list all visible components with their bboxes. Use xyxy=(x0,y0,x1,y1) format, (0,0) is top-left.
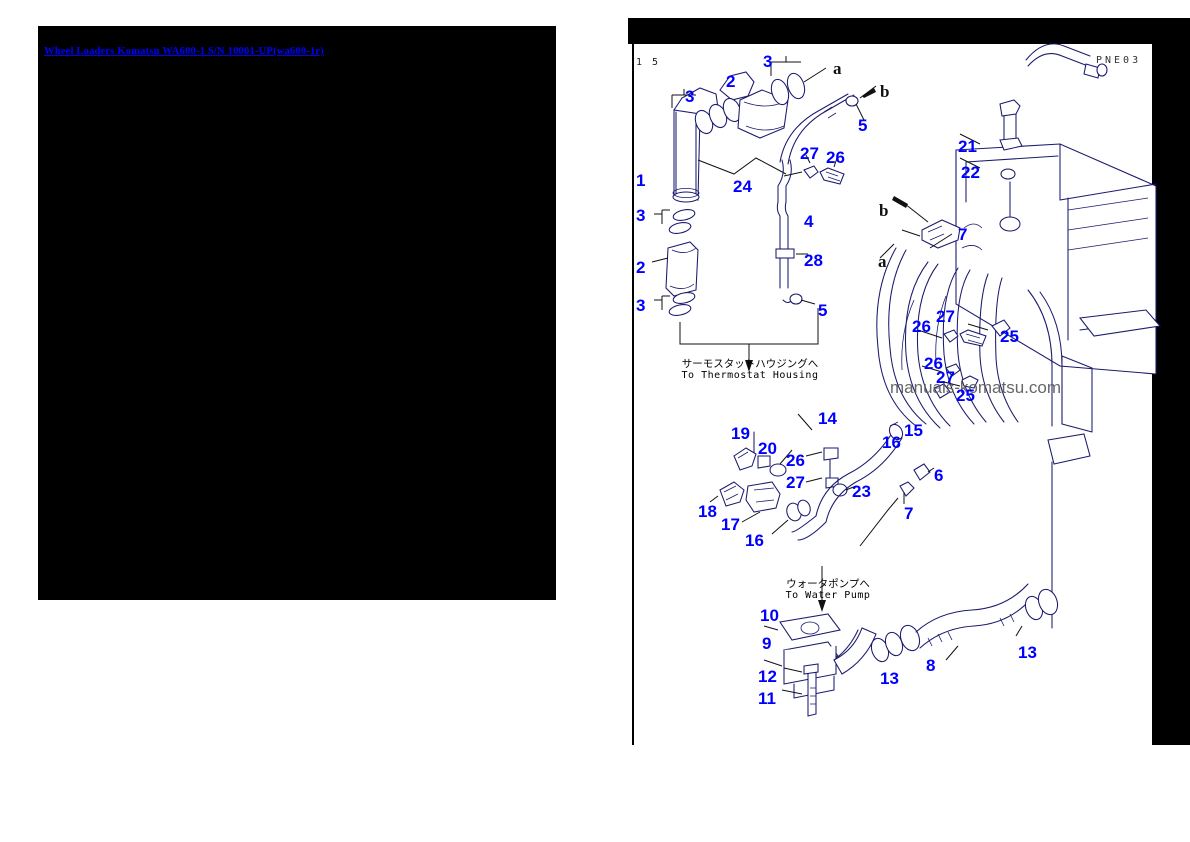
callout-number-27: 27 xyxy=(786,473,805,492)
document-title-link[interactable]: Wheel Loaders Komatsu WA600-1 S/N 10001-… xyxy=(44,46,324,57)
callout-number-27: 27 xyxy=(936,307,955,326)
part-group-sleeve-lower xyxy=(651,241,699,297)
callout-number-26: 26 xyxy=(826,148,845,167)
callout-number-25: 25 xyxy=(956,386,975,405)
annotation-jp-text: ウォータポンプへ xyxy=(786,578,870,590)
annotation-to-thermostat-housing: サーモスタットハウジングへ To Thermostat Housing xyxy=(666,358,834,382)
parts-diagram-panel: 1 5 PNE03 xyxy=(628,0,1190,842)
part-group-sleeve xyxy=(737,89,789,139)
callout-number-2: 2 xyxy=(636,258,646,277)
annotation-en-text: To Water Pump xyxy=(785,590,871,602)
part-group-6-7 xyxy=(859,463,935,547)
part-group-small-fittings xyxy=(709,431,811,535)
part-group-bottom-assembly xyxy=(763,566,1059,717)
callout-number-22: 22 xyxy=(961,163,980,182)
callout-number-23: 23 xyxy=(852,482,871,501)
callout-number-3: 3 xyxy=(636,296,646,315)
callout-number-26: 26 xyxy=(786,451,805,470)
callout-number-7: 7 xyxy=(904,504,914,523)
callout-number-14: 14 xyxy=(818,409,837,428)
callout-number-19: 19 xyxy=(731,424,750,443)
page-frame-right-bar xyxy=(1152,18,1190,745)
callout-number-3: 3 xyxy=(763,52,773,71)
callout-number-12: 12 xyxy=(758,667,777,686)
watermark-text: manuals-komatsu.com xyxy=(890,378,1062,397)
annotation-to-water-pump: ウォータポンプへ To Water Pump xyxy=(758,578,898,602)
callout-number-6: 6 xyxy=(934,466,944,485)
part-group-fitting-28 xyxy=(775,248,808,259)
callout-letter-a: a xyxy=(833,59,842,78)
part-group-bolts-25-upper xyxy=(917,319,1011,347)
part-group-bolts-26-27-upper xyxy=(783,154,845,185)
callout-number-24: 24 xyxy=(733,177,752,196)
part-group-radiator xyxy=(955,43,1162,629)
part-group-clamps-upper-right xyxy=(770,56,827,106)
diagram-artwork xyxy=(651,43,1162,717)
callout-number-16: 16 xyxy=(745,531,764,550)
part-group-clamps-upper xyxy=(671,89,742,135)
callout-number-13: 13 xyxy=(1018,643,1037,662)
callout-number-9: 9 xyxy=(762,634,772,653)
callout-number-27: 27 xyxy=(936,368,955,387)
part-group-clamps-lower-bottom xyxy=(654,292,696,316)
callout-number-2: 2 xyxy=(726,72,736,91)
callout-number-20: 20 xyxy=(758,439,777,458)
part-group-curved-hoses xyxy=(876,247,1063,429)
callout-number-1: 1 xyxy=(636,171,646,190)
callout-number-10: 10 xyxy=(760,606,779,625)
callout-number-3: 3 xyxy=(685,87,695,106)
part-group-clamps-lower-left xyxy=(654,209,696,234)
callout-letter-a: a xyxy=(878,252,887,271)
document-preview-panel: Wheel Loaders Komatsu WA600-1 S/N 10001-… xyxy=(38,26,556,600)
callout-number-16: 16 xyxy=(882,433,901,452)
callout-number-5: 5 xyxy=(818,301,828,320)
part-group-tube-4 xyxy=(779,85,877,165)
part-group-tube-24 xyxy=(697,157,793,304)
annotation-en-text: To Thermostat Housing xyxy=(681,370,819,382)
callout-number-21: 21 xyxy=(958,137,977,156)
callout-number-7: 7 xyxy=(958,225,968,244)
callout-number-27: 27 xyxy=(800,144,819,163)
page-frame-top-bar xyxy=(628,18,1152,44)
callout-number-13: 13 xyxy=(880,669,899,688)
sheet-code: PNE03 xyxy=(1096,55,1142,66)
callout-number-4: 4 xyxy=(804,212,814,231)
callout-number-8: 8 xyxy=(926,656,936,675)
callout-number-26: 26 xyxy=(912,317,931,336)
callout-number-3: 3 xyxy=(636,206,646,225)
callout-number-5: 5 xyxy=(858,116,868,135)
page-number: 1 5 xyxy=(636,57,661,68)
callout-number-28: 28 xyxy=(804,251,823,270)
part-group-bolt-23 xyxy=(805,447,857,497)
callout-letter-b: b xyxy=(880,82,890,101)
part-group-nut-5 xyxy=(789,293,816,305)
thermostat-arrow xyxy=(679,308,819,372)
callout-number-11: 11 xyxy=(758,689,776,708)
callout-number-15: 15 xyxy=(904,421,923,440)
callout-letter-b: b xyxy=(879,201,889,220)
part-group-hose-14 xyxy=(791,413,904,541)
callout-number-17: 17 xyxy=(721,515,740,534)
part-group-bracket-7 xyxy=(879,196,961,259)
callout-number-26: 26 xyxy=(924,354,943,373)
callout-number-18: 18 xyxy=(698,502,717,521)
annotation-jp-text: サーモスタットハウジングへ xyxy=(681,358,819,370)
part-group-bolts-25-lower xyxy=(921,363,979,399)
callout-number-25: 25 xyxy=(1000,327,1019,346)
page-frame-left-rule xyxy=(632,44,634,745)
